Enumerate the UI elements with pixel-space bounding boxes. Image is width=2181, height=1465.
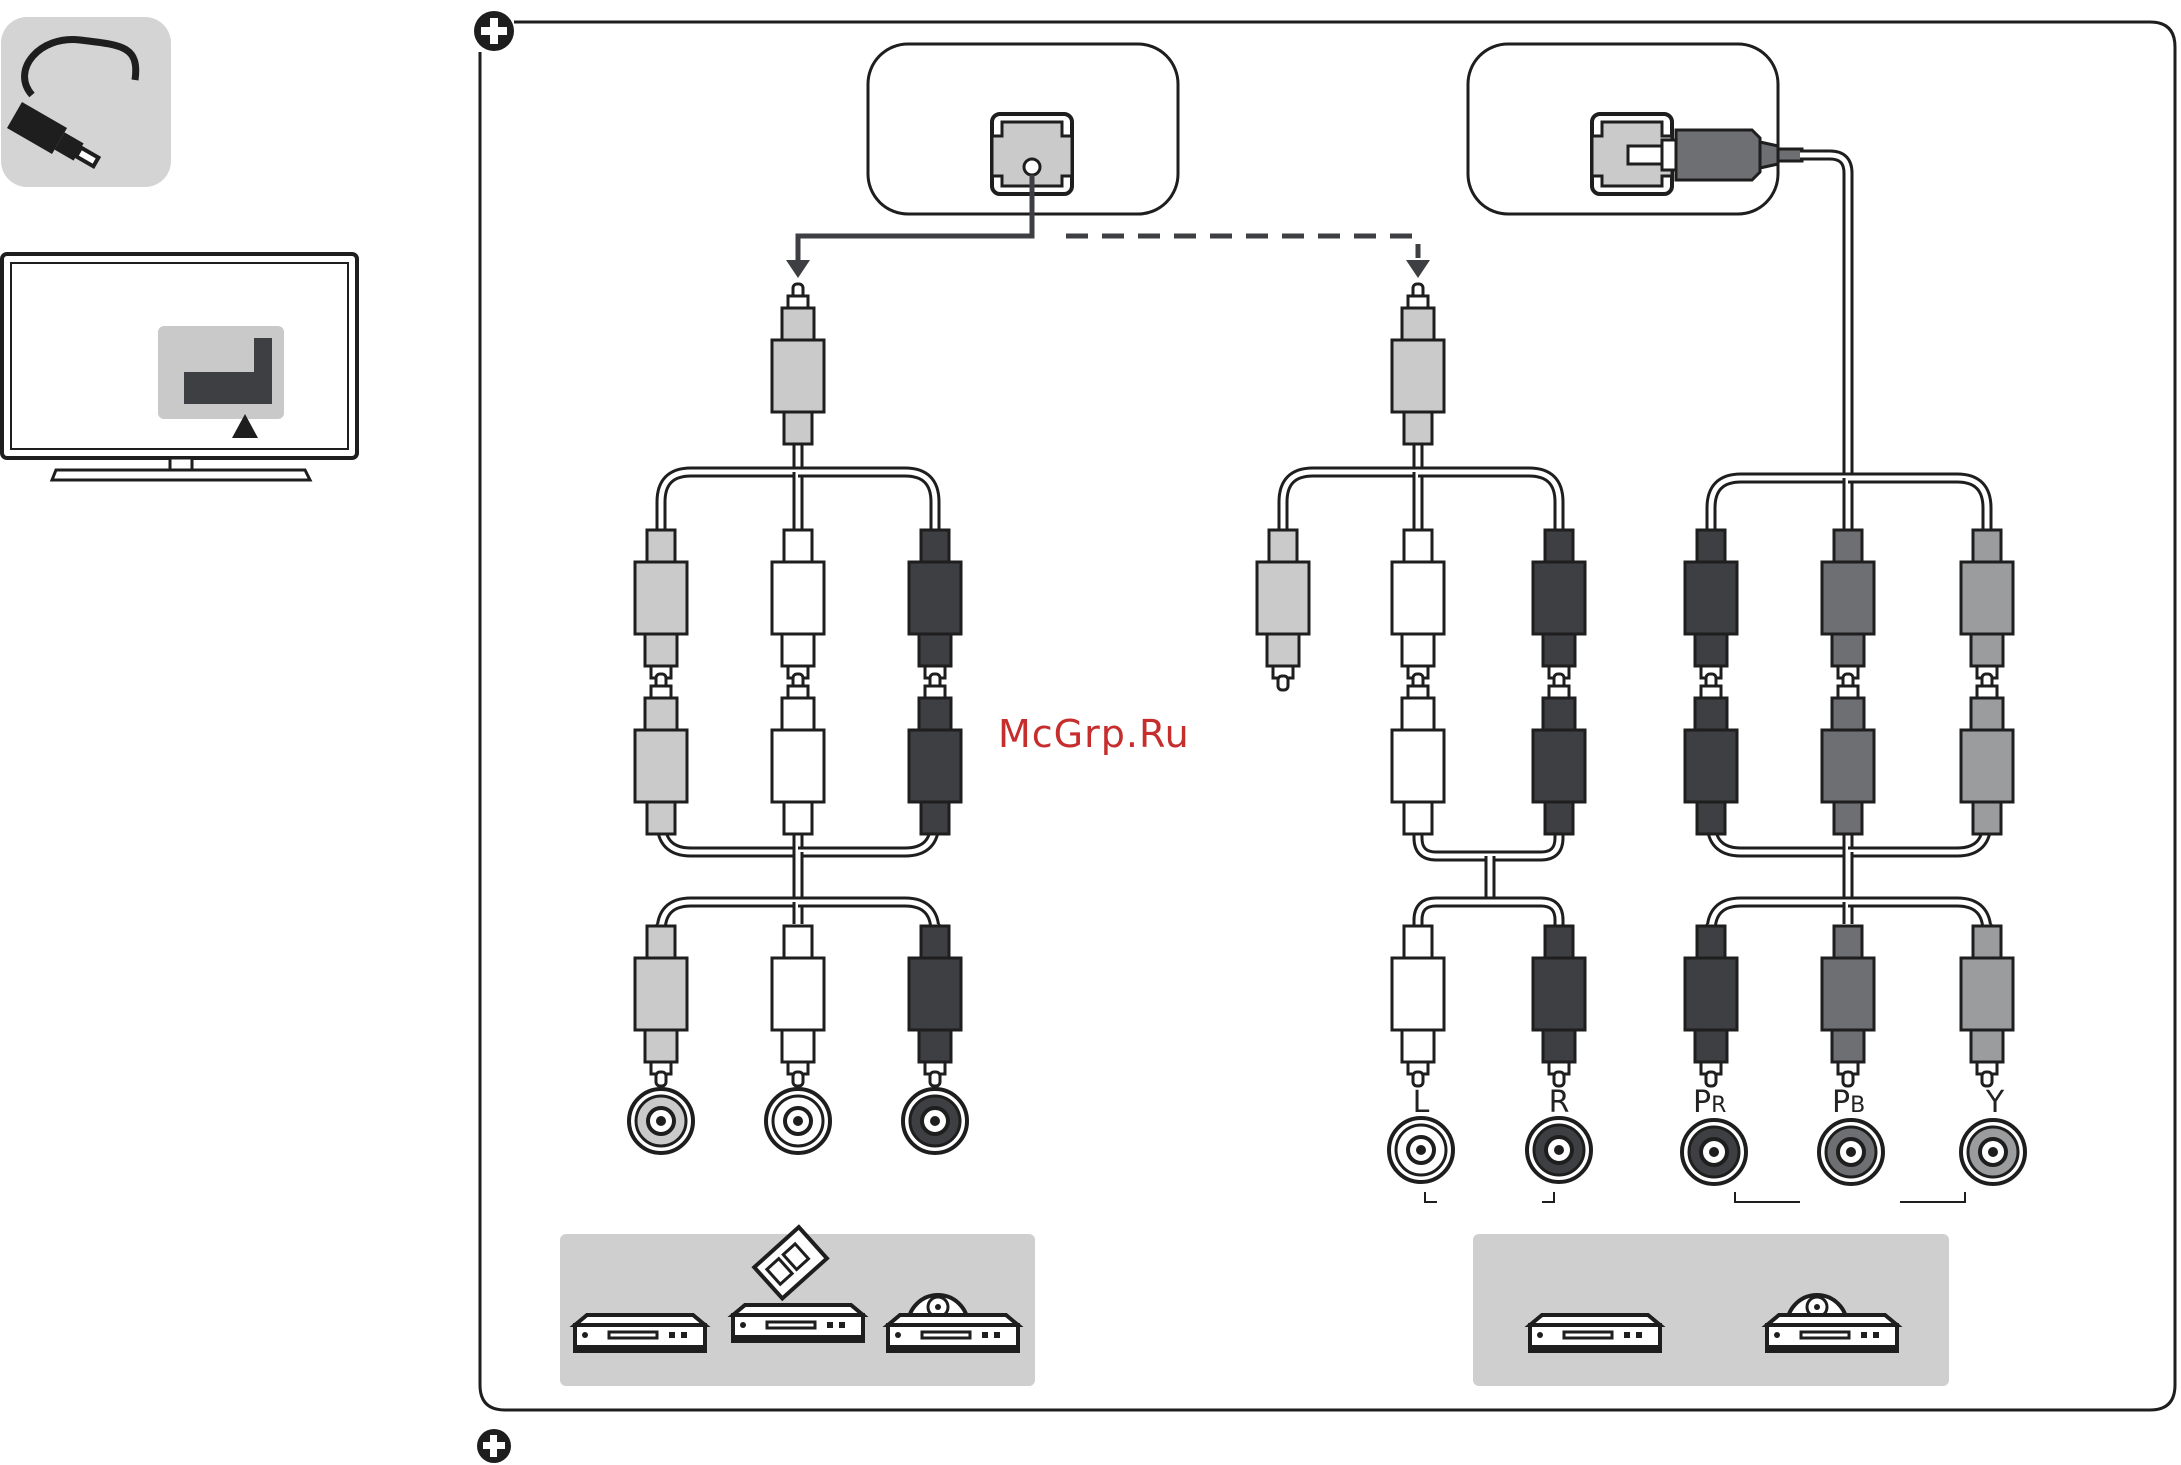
av-plug bbox=[1392, 530, 1444, 690]
compatible-devices-av bbox=[560, 1227, 1035, 1386]
cable-outline bbox=[1711, 822, 1848, 852]
av-plug bbox=[909, 530, 961, 690]
component-pb-socket bbox=[1819, 1120, 1883, 1184]
cable bbox=[1800, 155, 1848, 480]
audio-plug bbox=[1392, 926, 1444, 1086]
cable bbox=[798, 472, 935, 530]
av-input-jack-icon bbox=[868, 44, 1178, 214]
audio-right-socket bbox=[1527, 1118, 1591, 1182]
cable-outline bbox=[1418, 472, 1559, 530]
cable-outline bbox=[1848, 478, 1987, 530]
av-input-socket bbox=[903, 1089, 967, 1153]
component-plug bbox=[1961, 674, 2013, 834]
av-plug bbox=[1257, 530, 1309, 690]
av-plug bbox=[772, 926, 824, 1086]
dvd-player-icon bbox=[1530, 1315, 1660, 1351]
port-labels: L R PR PB Y bbox=[1413, 1085, 2005, 1120]
component-plug bbox=[1685, 674, 1737, 834]
label-audio-left: L bbox=[1413, 1085, 1430, 1120]
component-plug bbox=[1822, 530, 1874, 690]
plugs bbox=[635, 284, 2013, 1086]
component-plug bbox=[1685, 926, 1737, 1086]
component-y-socket bbox=[1961, 1120, 2025, 1184]
av-main-plug bbox=[1392, 284, 1444, 444]
plus-circle-icon bbox=[477, 1429, 511, 1463]
component-plug bbox=[1822, 674, 1874, 834]
av-plug bbox=[635, 674, 687, 834]
av-plug bbox=[635, 530, 687, 690]
grouping-brackets bbox=[1425, 1192, 1965, 1202]
av-plug bbox=[772, 530, 824, 690]
av-plug bbox=[1533, 530, 1585, 690]
audio-plug bbox=[1392, 674, 1444, 834]
cable bbox=[1848, 478, 1987, 530]
cable-outline bbox=[798, 472, 935, 530]
sockets bbox=[629, 1089, 2025, 1184]
component-pr-socket bbox=[1682, 1120, 1746, 1184]
label-y: Y bbox=[1985, 1085, 2005, 1120]
plus-circle-icon bbox=[474, 11, 514, 51]
cable-outline bbox=[1711, 902, 1848, 932]
component-plug bbox=[1961, 530, 2013, 690]
component-plug bbox=[1685, 530, 1737, 690]
av-plug bbox=[635, 926, 687, 1086]
audio-plug bbox=[1533, 674, 1585, 834]
arrow-head bbox=[786, 260, 810, 278]
cable-outline bbox=[1848, 822, 1987, 852]
component-input-jack-icon bbox=[1468, 44, 1802, 214]
watermark: McGrp.Ru bbox=[998, 712, 1190, 756]
cables bbox=[661, 444, 1987, 932]
dvd-player-icon bbox=[575, 1315, 705, 1351]
cable-outline bbox=[661, 902, 798, 932]
cable-outline bbox=[798, 902, 935, 932]
av-plug bbox=[909, 674, 961, 834]
cable bbox=[1711, 478, 1848, 530]
cable-outline bbox=[1711, 478, 1848, 530]
tv-icon bbox=[2, 254, 357, 480]
label-pr: PR bbox=[1693, 1085, 1726, 1120]
compatible-devices-component bbox=[1473, 1234, 1949, 1386]
cable bbox=[1800, 155, 1848, 480]
cable bbox=[1418, 472, 1559, 530]
audio-plug bbox=[1533, 926, 1585, 1086]
label-pb: PB bbox=[1832, 1085, 1865, 1120]
cable-outline bbox=[798, 822, 935, 852]
av-main-plug bbox=[772, 284, 824, 444]
cable-outline bbox=[1283, 472, 1418, 530]
av-plug bbox=[909, 926, 961, 1086]
cable bbox=[1283, 472, 1418, 530]
component-plug bbox=[1822, 926, 1874, 1086]
label-audio-right: R bbox=[1549, 1085, 1570, 1120]
arrow-head bbox=[1406, 260, 1430, 278]
av-input-socket bbox=[629, 1089, 693, 1153]
component-plug bbox=[1961, 926, 2013, 1086]
cable-outline bbox=[661, 472, 798, 530]
cable bbox=[661, 472, 798, 530]
cable-icon bbox=[1, 17, 171, 187]
cable-outline bbox=[1848, 902, 1987, 932]
av-input-socket bbox=[766, 1089, 830, 1153]
av-plug bbox=[772, 674, 824, 834]
cable-outline bbox=[661, 822, 798, 852]
audio-left-socket bbox=[1389, 1118, 1453, 1182]
